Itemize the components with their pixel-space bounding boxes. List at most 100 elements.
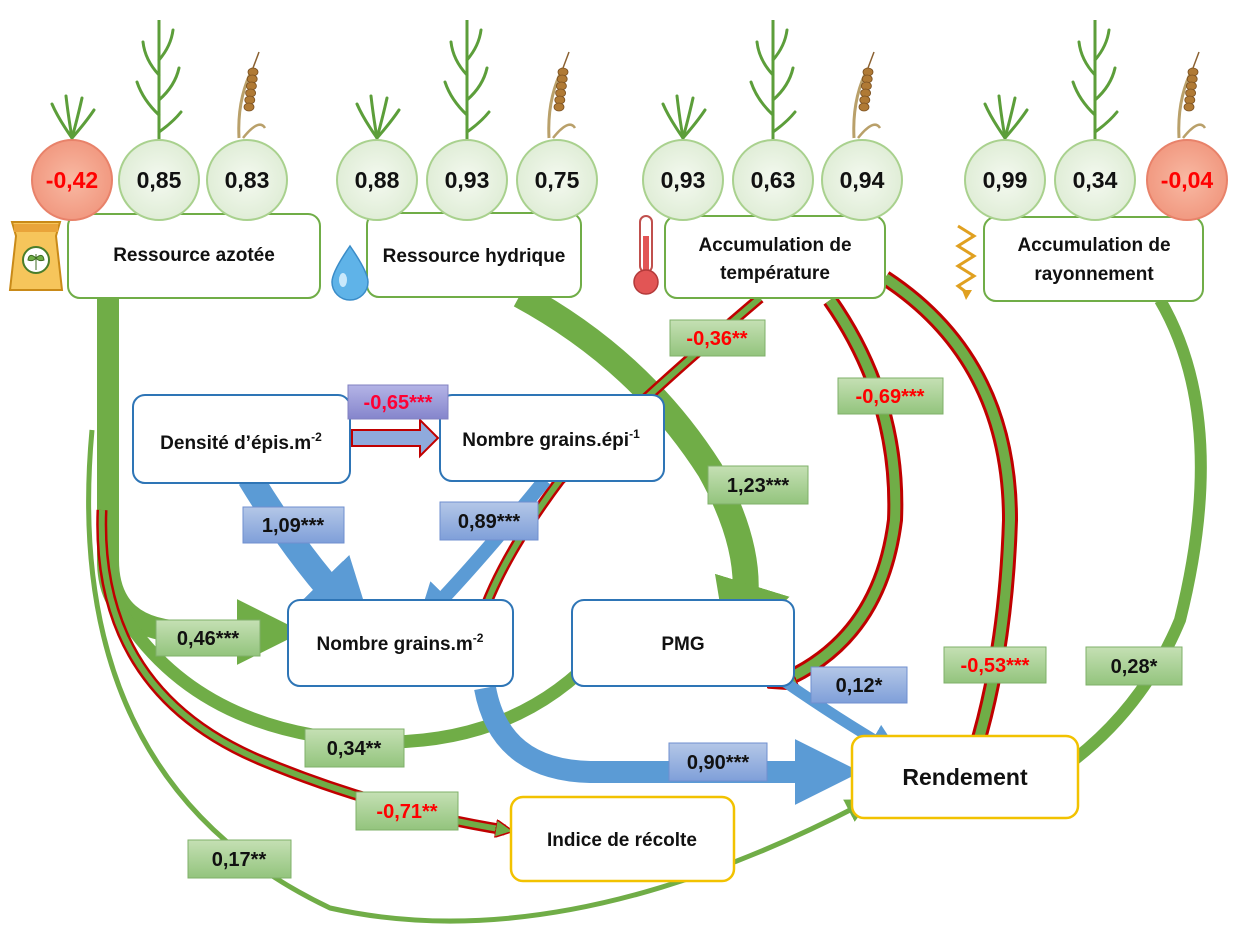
factor-label-rayonnement-2: rayonnement xyxy=(1034,264,1154,285)
fertilizer-bag-icon xyxy=(8,221,64,291)
radiation-zigzag-icon xyxy=(955,224,977,300)
stage-circle xyxy=(964,139,1046,221)
node-label-rendement: Rendement xyxy=(902,764,1028,790)
coef-grains-m-rendement: 0,90*** xyxy=(668,742,768,782)
factor-box-azote xyxy=(67,213,321,299)
stage-circle xyxy=(821,139,903,221)
svg-text:-0,71**: -0,71** xyxy=(376,801,437,823)
factor-label-rayonnement-1: Accumulation de xyxy=(1017,235,1170,256)
arrow-rayonnement-rendement xyxy=(994,296,1207,808)
arrow-grains-m-rendement xyxy=(474,685,861,805)
svg-text:-0,69***: -0,69*** xyxy=(856,386,925,408)
stage-circle xyxy=(31,139,113,221)
arrow-azote-rendement xyxy=(86,429,872,924)
ripe-ear-icon xyxy=(547,51,577,139)
svg-text:1,23***: 1,23*** xyxy=(727,475,789,497)
svg-text:0,46***: 0,46*** xyxy=(177,628,239,650)
stage-circle xyxy=(1146,139,1228,221)
stage-value: 0,34 xyxy=(1073,167,1118,193)
stage-circles: -0,42 0,85 0,83 0,88 0,93 0,75 0,93 0,63 0,94 0,9… xyxy=(31,20,1228,221)
stage-circle xyxy=(426,139,508,221)
stem-elongation-icon xyxy=(1071,20,1119,145)
node-box-densite xyxy=(132,394,351,484)
svg-text:-0,65***: -0,65*** xyxy=(364,392,433,414)
svg-text:-0,53***: -0,53*** xyxy=(961,655,1030,677)
stage-circle xyxy=(206,139,288,221)
node-box-grains-m xyxy=(287,599,514,687)
stem-elongation-icon xyxy=(443,20,491,145)
node-label-pmg: PMG xyxy=(661,634,704,655)
factor-box-rayonnement xyxy=(983,216,1204,302)
coefficient-labels: -0,36** -0,65*** -0,69*** 1,23*** 1,09**… xyxy=(155,319,1183,879)
stage-value: 0,63 xyxy=(751,167,796,193)
stage-value: 0,83 xyxy=(225,167,270,193)
stage-circle xyxy=(642,139,724,221)
coef-grains-epi-grains-m: 0,89*** xyxy=(439,501,539,541)
coef-densite-grains-m: 1,09*** xyxy=(242,506,345,544)
ripe-ear-icon xyxy=(237,51,267,139)
stage-value: 0,94 xyxy=(840,167,885,193)
factor-label-hydrique: Ressource hydrique xyxy=(383,246,566,267)
stage-value: 0,99 xyxy=(983,167,1028,193)
factor-label-temperature-2: température xyxy=(720,263,830,284)
stage-circle xyxy=(732,139,814,221)
water-drop-icon xyxy=(331,244,369,301)
node-label-grains-epi: Nombre grains.épi-1 xyxy=(462,427,640,451)
stage-value: 0,93 xyxy=(661,167,706,193)
stage-value: 0,75 xyxy=(535,167,580,193)
node-box-grains-epi xyxy=(439,394,665,482)
coef-hydrique-pmg: 1,23*** xyxy=(707,465,809,505)
ripe-ear-icon xyxy=(1177,51,1207,139)
arrow-hydrique-pmg xyxy=(513,283,790,660)
stage-circle xyxy=(1054,139,1136,221)
svg-text:0,17**: 0,17** xyxy=(212,849,267,871)
nodes-layer: Ressource azotée Ressource hydrique Accu… xyxy=(67,212,1204,883)
factor-box-temperature xyxy=(664,215,886,299)
ripe-ear-icon xyxy=(852,51,882,139)
stage-value: -0,42 xyxy=(46,167,98,193)
seedling-icon xyxy=(50,94,96,140)
stem-elongation-icon xyxy=(135,20,183,145)
svg-text:0,89***: 0,89*** xyxy=(458,511,520,533)
svg-text:0,12*: 0,12* xyxy=(836,675,883,697)
svg-text:0,90***: 0,90*** xyxy=(687,752,749,774)
stem-elongation-icon xyxy=(749,20,797,145)
coef-azote-pmg: 0,34** xyxy=(304,728,405,768)
arrow-densite-grains-epi xyxy=(351,417,440,459)
stage-value: 0,85 xyxy=(137,167,182,193)
node-box-pmg xyxy=(571,599,795,687)
node-box-rendement xyxy=(850,734,1080,820)
stage-value: -0,04 xyxy=(1161,167,1214,193)
factor-label-temperature-1: Accumulation de xyxy=(698,235,851,256)
arrow-densite-grains-m xyxy=(238,471,376,639)
svg-text:1,09***: 1,09*** xyxy=(262,515,324,537)
stage-circle xyxy=(516,139,598,221)
arrow-temp-rendement xyxy=(880,271,1019,798)
stage-circle xyxy=(118,139,200,221)
coef-temp-pmg: -0,69*** xyxy=(837,377,944,415)
coef-pmg-rendement: 0,12* xyxy=(810,666,908,704)
coef-rayonnement-rendement: 0,28* xyxy=(1085,646,1183,686)
svg-text:0,34**: 0,34** xyxy=(327,738,382,760)
thermometer-icon xyxy=(633,215,659,295)
svg-text:0,28*: 0,28* xyxy=(1111,656,1158,678)
node-box-indice xyxy=(509,795,736,883)
coef-densite-grains-epi: -0,65*** xyxy=(347,384,449,420)
coef-temp-grains-m: -0,36** xyxy=(669,319,766,357)
node-label-indice: Indice de récolte xyxy=(547,830,697,851)
coef-azote-grains-m: 0,46*** xyxy=(155,619,261,657)
coef-azote-indice: -0,71** xyxy=(355,791,459,831)
stage-value: 0,88 xyxy=(355,167,400,193)
seedling-icon xyxy=(661,94,707,140)
stage-value: 0,93 xyxy=(445,167,490,193)
coef-temp-rendement: -0,53*** xyxy=(943,646,1047,684)
stage-circle xyxy=(336,139,418,221)
node-label-grains-m: Nombre grains.m-2 xyxy=(317,631,484,655)
factor-label-azote: Ressource azotée xyxy=(113,245,275,266)
node-label-densite: Densité d’épis.m-2 xyxy=(160,430,322,454)
svg-text:-0,36**: -0,36** xyxy=(686,328,747,350)
seedling-icon xyxy=(355,94,401,140)
coef-azote-rendement: 0,17** xyxy=(187,839,292,879)
seedling-icon xyxy=(983,94,1029,140)
